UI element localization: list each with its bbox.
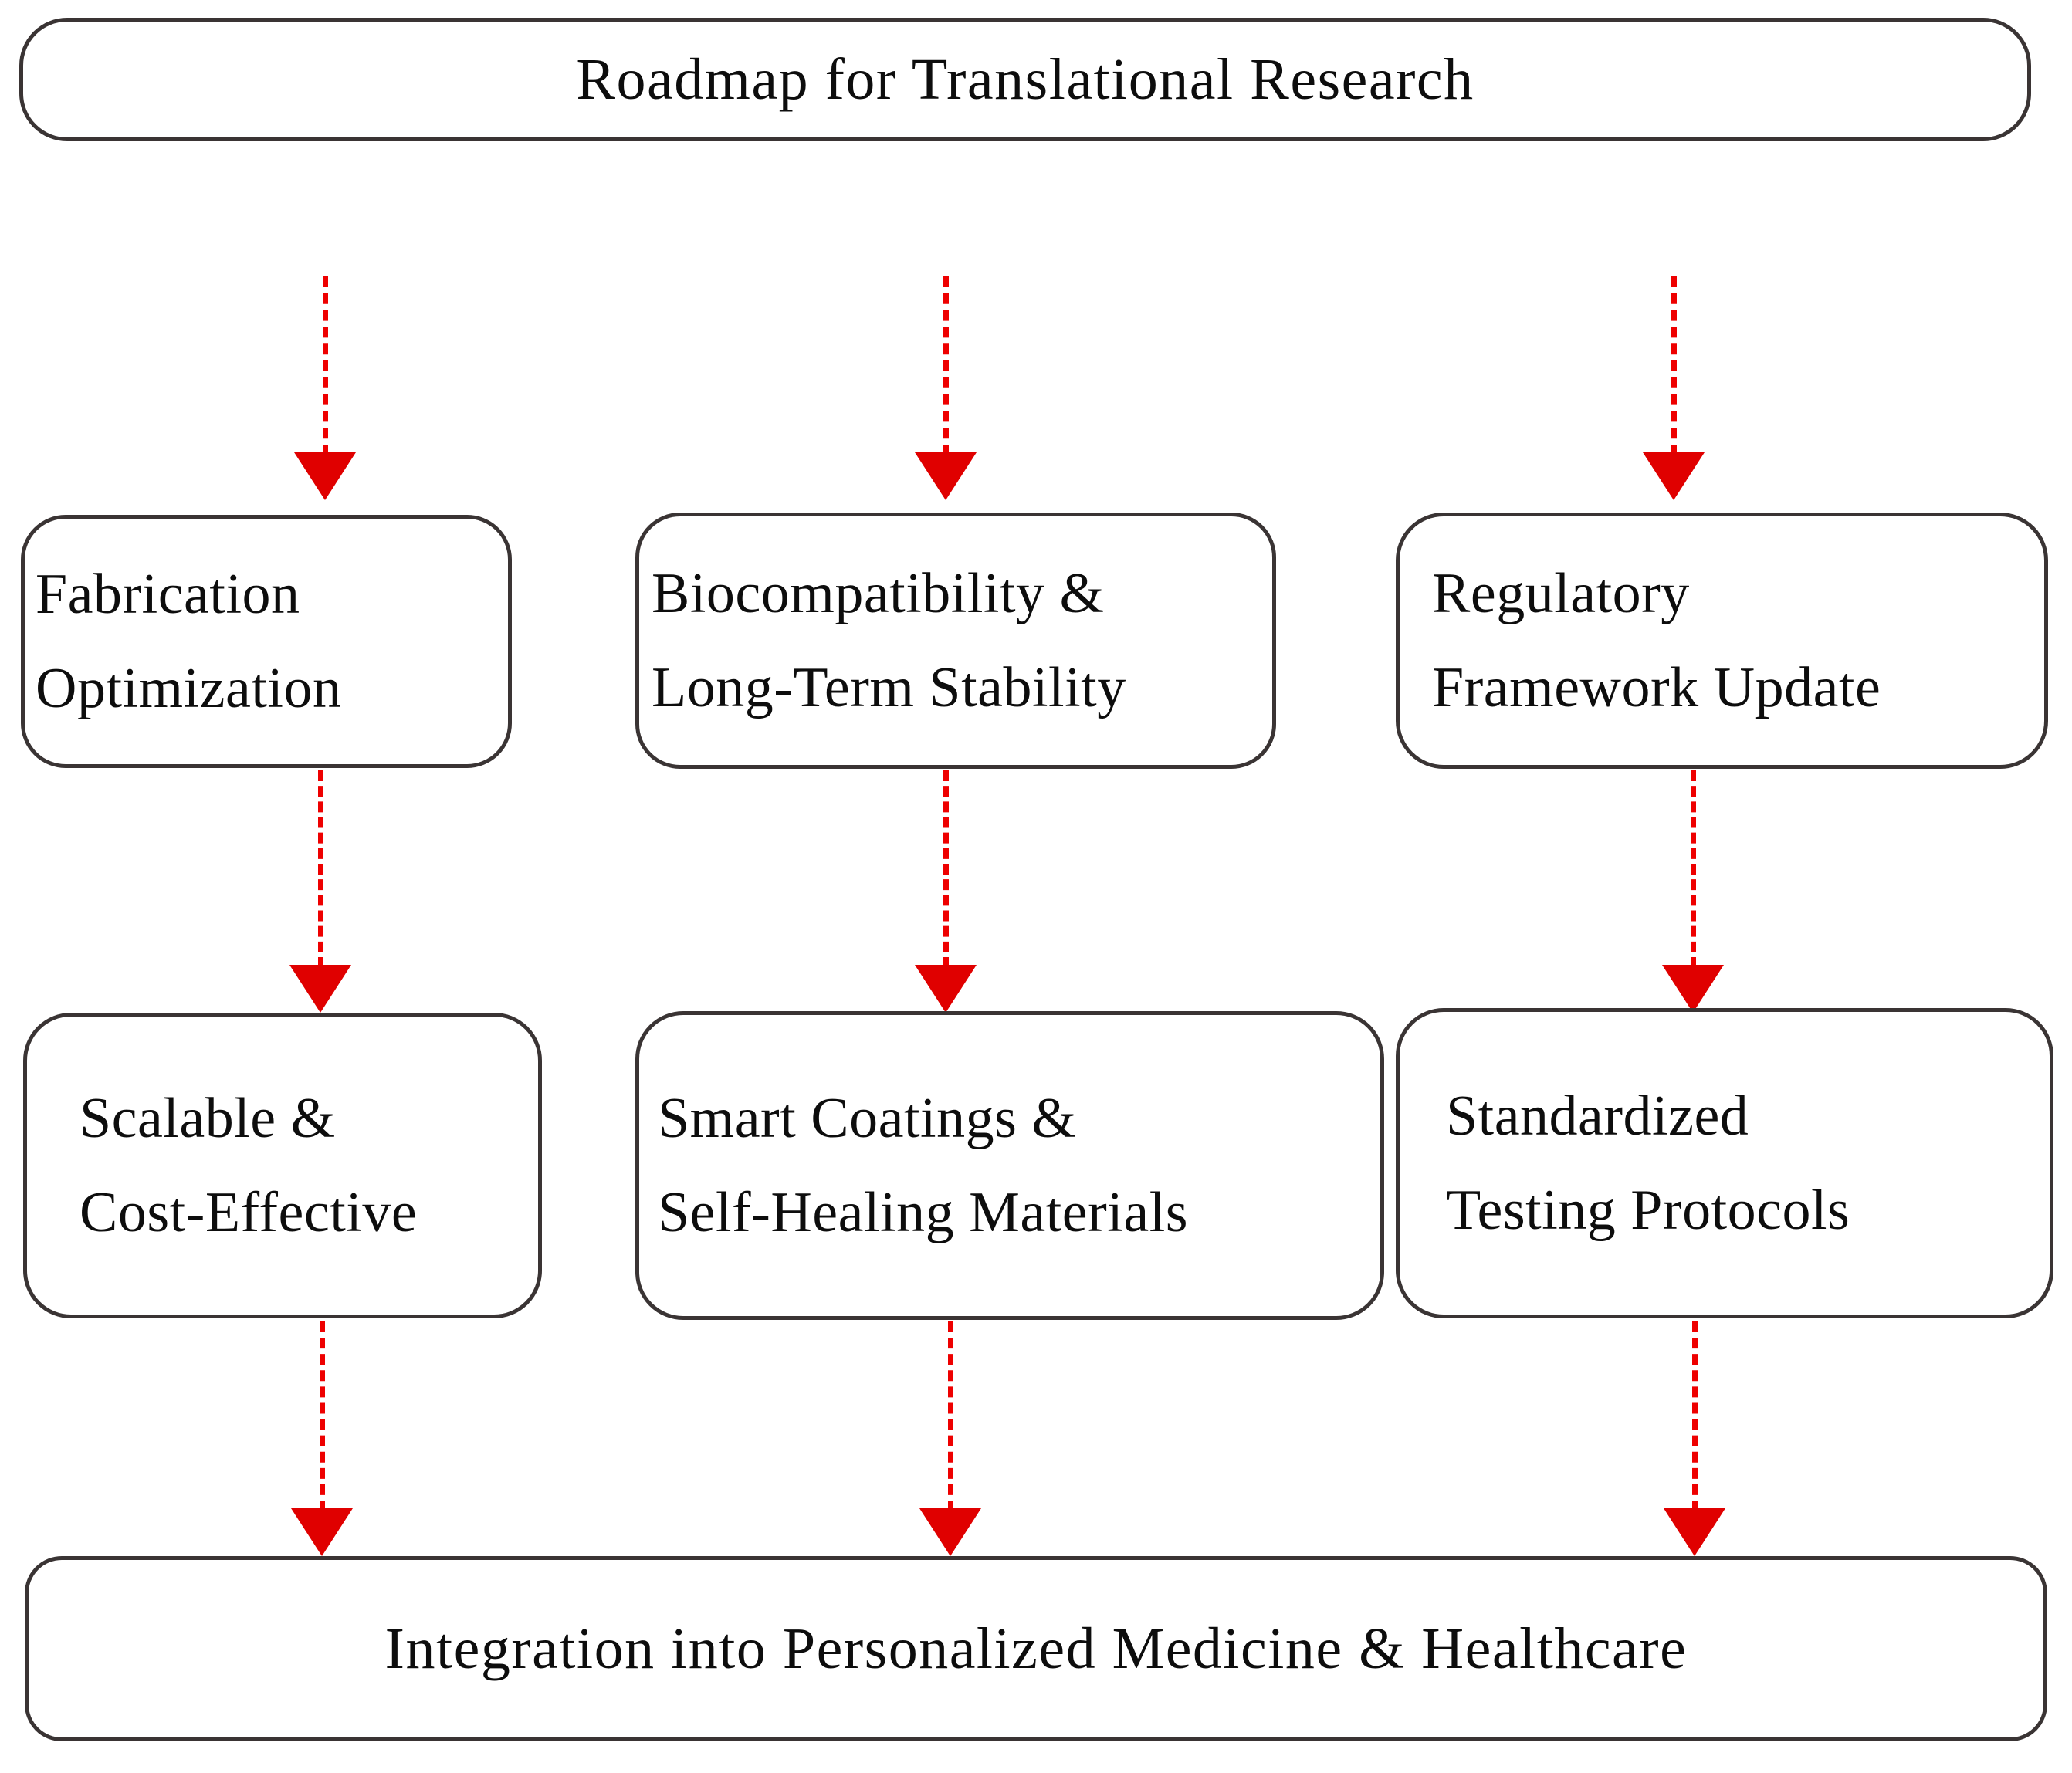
arrow-shaft [1691,770,1696,968]
arrow-shaft [943,770,949,968]
arrow-shaft [1671,276,1677,455]
node-roadmap-title[interactable]: Roadmap for Translational Research [19,18,2031,141]
arrow-shaft [1692,1321,1698,1511]
node-title-label: Roadmap for Translational Research [576,47,1474,112]
arrow-head-icon [289,965,351,1013]
node-standardized-line1: Standardized [1446,1084,1749,1148]
node-biocompatibility-stability[interactable]: Biocompatibility & Long-Term Stability [635,513,1276,769]
node-fabrication-line2: Optimization [36,657,342,720]
node-scalable-cost-effective[interactable]: Scalable & Cost-Effective [23,1013,542,1318]
node-smart-coatings-self-healing[interactable]: Smart Coatings & Self-Healing Materials [635,1011,1384,1320]
node-smartcoatings-line2: Self-Healing Materials [658,1181,1189,1244]
arrow-head-icon [1664,1508,1725,1556]
arrow-head-icon [294,452,356,500]
arrow-head-icon [915,965,977,1013]
arrow-head-icon [291,1508,353,1556]
node-fabrication-optimization[interactable]: Fabrication Optimization [21,515,512,768]
arrow-shaft [320,1321,325,1511]
node-scalable-line1: Scalable & [80,1087,336,1150]
node-biocompat-line1: Biocompatibility & [652,562,1105,625]
arrow-shaft [323,276,328,455]
node-scalable-line2: Cost-Effective [80,1181,418,1244]
node-standardized-testing-protocols[interactable]: Standardized Testing Protocols [1396,1008,2053,1318]
arrow-head-icon [919,1508,981,1556]
arrow-shaft [943,276,949,455]
arrow-head-icon [1643,452,1705,500]
node-biocompat-line2: Long-Term Stability [652,656,1126,719]
arrow-shaft [318,770,323,968]
arrow-head-icon [915,452,977,500]
node-integration-personalized-medicine[interactable]: Integration into Personalized Medicine &… [25,1556,2047,1741]
arrow-shaft [948,1321,953,1511]
node-smartcoatings-line1: Smart Coatings & [658,1087,1077,1150]
node-regulatory-framework-update[interactable]: Regulatory Framework Update [1396,513,2048,769]
node-standardized-line2: Testing Protocols [1446,1179,1850,1242]
node-fabrication-line1: Fabrication [36,563,300,626]
node-regulatory-line2: Framework Update [1432,656,1881,719]
node-regulatory-line1: Regulatory [1432,562,1690,625]
arrow-head-icon [1662,965,1724,1013]
node-integration-label: Integration into Personalized Medicine &… [384,1616,1688,1681]
